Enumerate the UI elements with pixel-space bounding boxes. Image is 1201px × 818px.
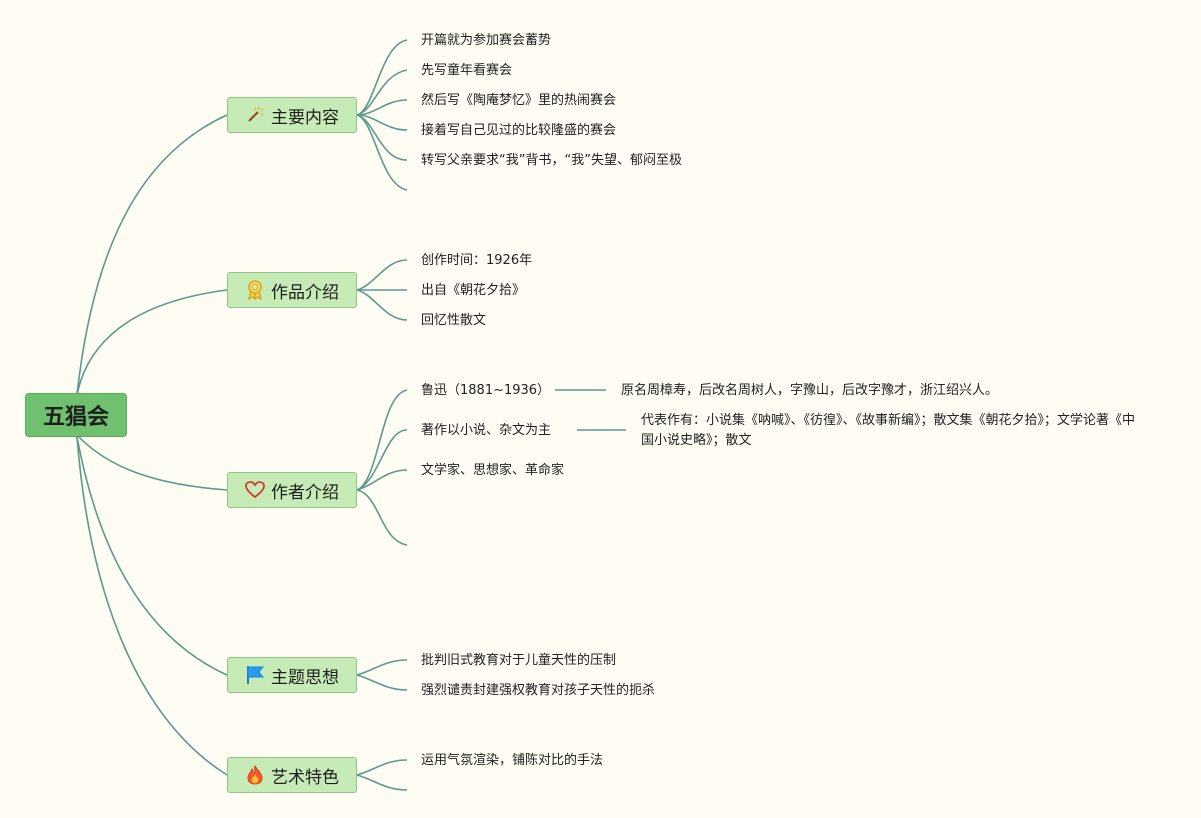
branch-main-content[interactable]: 主要内容 xyxy=(227,97,357,133)
connector-work-1 xyxy=(356,259,408,291)
connector-author-3 xyxy=(356,469,408,491)
main-content-item[interactable]: 开篇就为参加赛会蓄势 xyxy=(421,33,552,48)
work-intro-item[interactable]: 回忆性散文 xyxy=(421,313,487,328)
main-content-item[interactable]: 先写童年看赛会 xyxy=(421,63,513,78)
theme-item[interactable]: 批判旧式教育对于儿童天性的压制 xyxy=(421,653,617,668)
branch-author-intro[interactable]: 作者介绍 xyxy=(227,472,357,508)
connector-main-4 xyxy=(356,114,408,131)
branch-theme[interactable]: 主题思想 xyxy=(227,657,357,693)
connector-main-1 xyxy=(356,39,408,116)
main-content-item[interactable]: 接着写自己见过的比较隆盛的赛会 xyxy=(421,123,617,138)
connector-art-2 xyxy=(356,774,408,791)
theme-item[interactable]: 强烈谴责封建强权教育对孩子天性的扼杀 xyxy=(421,683,656,698)
branch-label: 作品介绍 xyxy=(271,282,339,303)
branch-label: 作者介绍 xyxy=(271,482,339,503)
connector-main-2 xyxy=(356,69,408,116)
connector-art-1 xyxy=(356,759,408,776)
branch-art[interactable]: 艺术特色 xyxy=(227,757,357,793)
author-intro-item[interactable]: 鲁迅（1881~1936） xyxy=(421,383,551,398)
work-intro-item[interactable]: 出自《朝花夕拾》 xyxy=(421,283,526,298)
branch-label: 主题思想 xyxy=(271,667,339,688)
flag-icon xyxy=(245,665,265,685)
connector-root-work-intro xyxy=(76,289,228,396)
author-intro-item[interactable]: 文学家、思想家、革命家 xyxy=(421,463,565,478)
author-detail-item[interactable]: 代表作有：小说集《呐喊》、《彷徨》、《故事新编》；散文集《朝花夕拾》；文学论著《… xyxy=(641,413,1136,448)
connector-author-2 xyxy=(356,429,408,491)
heart-icon xyxy=(245,480,265,500)
connector-main-3 xyxy=(356,99,408,116)
author-intro-item[interactable]: 著作以小说、杂文为主 xyxy=(421,423,552,438)
branch-work-intro[interactable]: 作品介绍 xyxy=(227,272,357,308)
connector-theme-2 xyxy=(356,674,408,691)
fire-icon xyxy=(245,765,265,785)
connector-root-author-intro xyxy=(76,434,228,491)
connector-author-4 xyxy=(356,489,408,546)
connector-theme-1 xyxy=(356,659,408,676)
branch-label: 艺术特色 xyxy=(271,767,339,788)
connector-work-3 xyxy=(356,289,408,321)
work-intro-item[interactable]: 创作时间：1926年 xyxy=(421,253,533,268)
root-label: 五猖会 xyxy=(42,405,109,430)
main-content-item[interactable]: 转写父亲要求“我”背书，“我”失望、郁闷至极 xyxy=(421,153,682,168)
connector-root-main-content xyxy=(76,114,228,396)
connector-author-1 xyxy=(356,389,408,491)
connector-root-art xyxy=(76,436,228,776)
magic-wand-icon xyxy=(245,105,265,125)
main-content-item[interactable]: 然后写《陶庵梦忆》里的热闹赛会 xyxy=(421,93,617,108)
branch-label: 主要内容 xyxy=(271,107,339,128)
connector-root-theme xyxy=(76,436,228,676)
art-item[interactable]: 运用气氛渲染，铺陈对比的手法 xyxy=(421,753,604,768)
root-node[interactable]: 五猖会 xyxy=(25,393,127,437)
author-detail-item[interactable]: 原名周樟寿，后改名周树人，字豫山，后改字豫才，浙江绍兴人。 xyxy=(621,383,999,398)
award-ribbon-icon xyxy=(245,280,265,300)
connector-main-6 xyxy=(356,114,408,191)
